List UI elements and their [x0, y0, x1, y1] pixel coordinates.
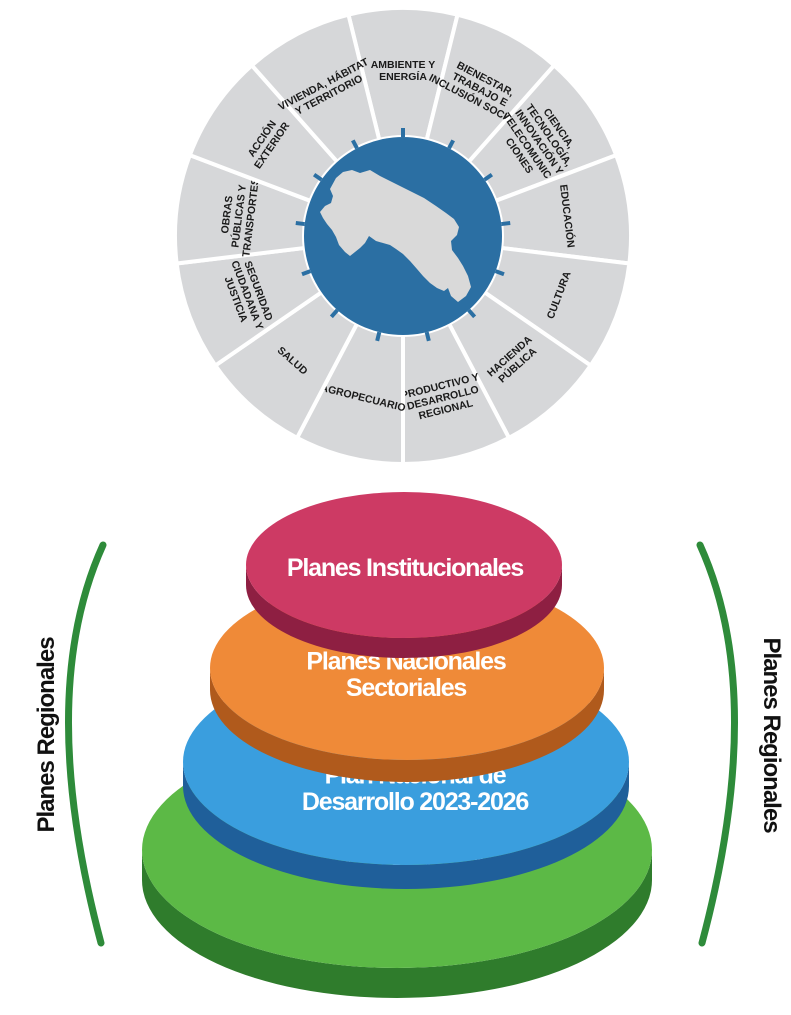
- wheel-tick: [501, 220, 511, 227]
- layer-label: Planes Institucionales: [287, 554, 523, 582]
- layers: PEN - Visión de medianoy largo plazoPlan…: [142, 492, 652, 998]
- layer-side: [246, 565, 562, 658]
- left-side-label: Planes Regionales: [33, 637, 60, 833]
- wheel-tick: [375, 331, 382, 342]
- layer-side: [142, 850, 652, 998]
- wheel-ticks: [295, 128, 511, 342]
- layer-side: [210, 668, 604, 782]
- wheel-tick: [494, 269, 505, 277]
- layer-side: [183, 762, 629, 889]
- wheel-tick: [301, 269, 312, 277]
- wheel-tick: [295, 220, 305, 227]
- costa-rica-map-icon: [320, 170, 471, 302]
- wheel-tick: [467, 308, 477, 319]
- wheel-tick: [483, 173, 494, 182]
- left-bracket: [65, 541, 107, 947]
- wheel-tick: [312, 173, 323, 182]
- right-side-label: Planes Regionales: [758, 637, 785, 833]
- layer-top: [246, 492, 562, 638]
- wheel-tick: [447, 139, 455, 150]
- wheel-tick: [424, 331, 431, 342]
- wheel-tick: [351, 139, 359, 150]
- right-bracket: [696, 541, 738, 947]
- wheel-tick: [329, 308, 339, 319]
